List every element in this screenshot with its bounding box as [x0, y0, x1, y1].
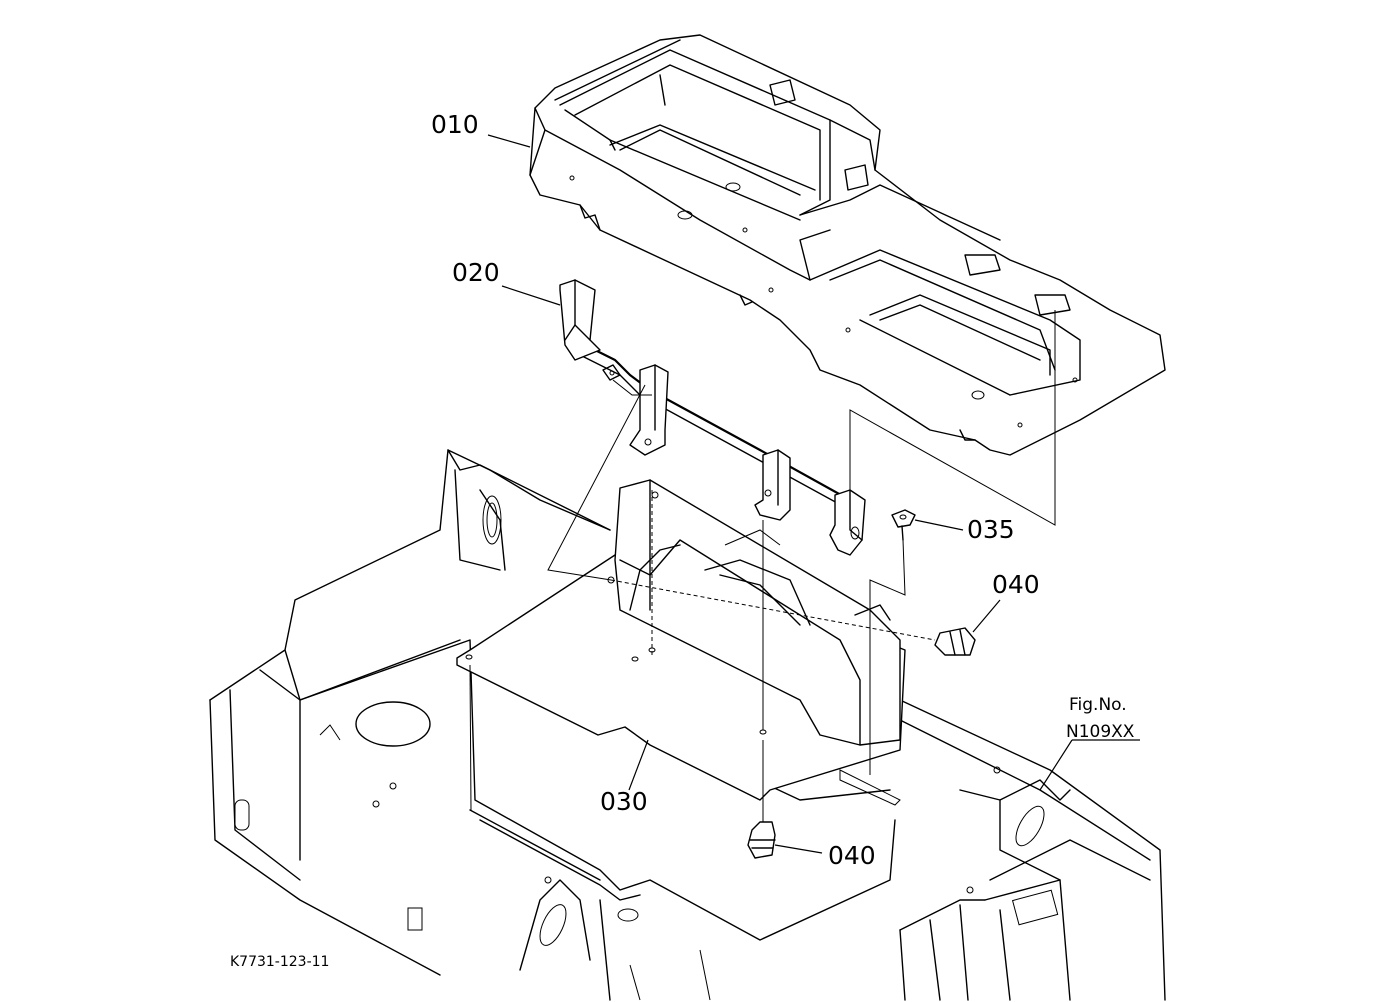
figure-ref-line2: N109XX — [1066, 722, 1135, 742]
part-label-020: 020 — [452, 258, 500, 287]
part-label-030: 030 — [600, 787, 648, 816]
part-label-035: 035 — [967, 515, 1015, 544]
floor-frame — [209, 449, 1166, 1001]
part-label-010: 010 — [431, 110, 479, 139]
part-040-grommet-right — [934, 627, 976, 656]
part-label-040-bottom: 040 — [828, 841, 876, 870]
label-leaders — [487, 134, 1140, 854]
part-040-grommet-bottom — [747, 821, 776, 859]
part-label-040-right: 040 — [992, 570, 1040, 599]
figure-ref-line1: Fig.No. — [1069, 695, 1127, 715]
part-030-cover — [456, 479, 906, 801]
part-035-clip — [891, 509, 916, 541]
part-020-bracket — [559, 279, 866, 556]
assembly-lines — [469, 310, 1056, 822]
drawing-id: K7731-123-11 — [230, 954, 329, 970]
part-010-console — [529, 34, 1166, 456]
